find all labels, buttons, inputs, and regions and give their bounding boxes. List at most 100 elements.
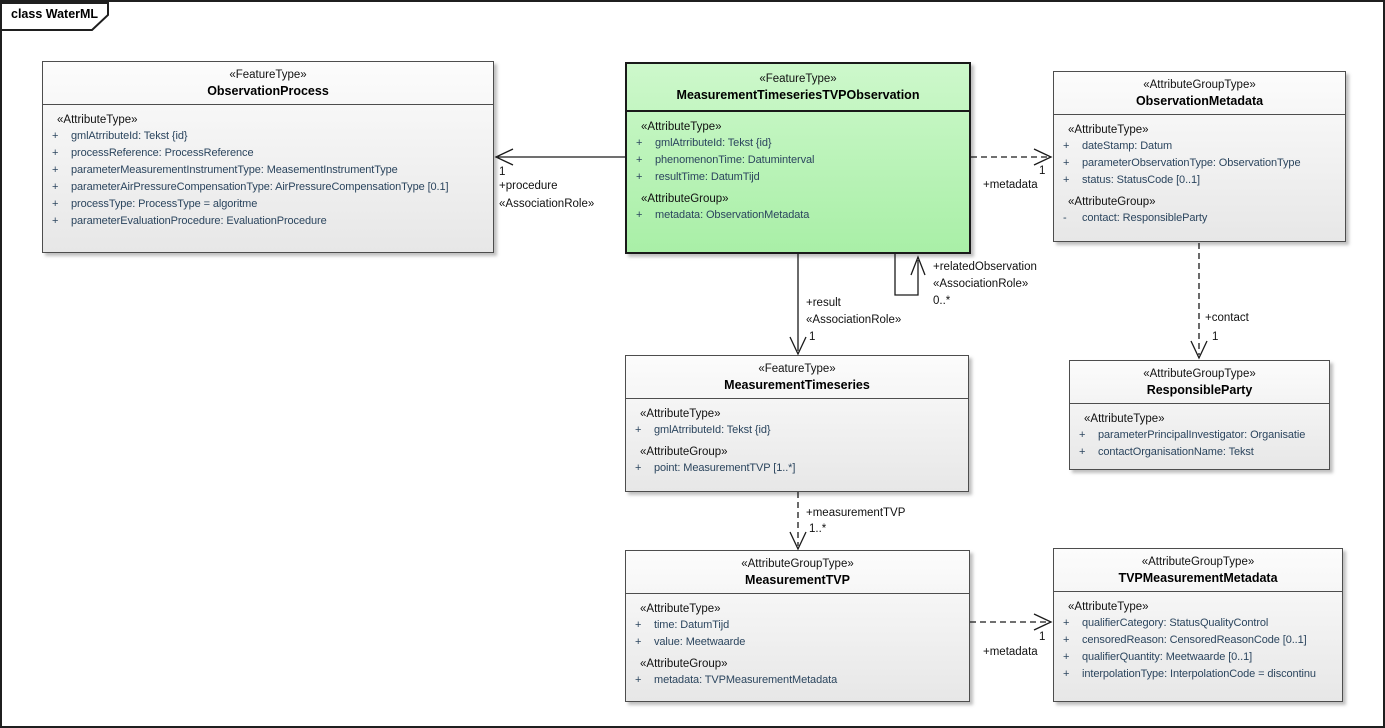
- metadata-tvp-multiplicity: 1: [1039, 631, 1046, 643]
- visibility-sign: +: [52, 147, 59, 159]
- section-label: «AttributeType»: [57, 114, 138, 126]
- section-label: «AttributeGroup»: [641, 193, 729, 205]
- class-stereotype: «FeatureType»: [758, 363, 836, 375]
- attribute-row: + value: Meetwaarde: [626, 634, 969, 651]
- visibility-sign: +: [1063, 140, 1070, 152]
- attribute-text: parameterPrincipalInvestigator: Organisa…: [1098, 429, 1306, 441]
- attribute-text: censoredReason: CensoredReasonCode [0..1…: [1082, 634, 1307, 646]
- visibility-sign: +: [52, 181, 59, 193]
- visibility-sign: +: [636, 171, 643, 183]
- class-measurement-timeseries[interactable]: «FeatureType» MeasurementTimeseries «Att…: [625, 355, 969, 492]
- attribute-text: gmlAtrributeId: Tekst {id}: [71, 130, 188, 142]
- visibility-sign: +: [52, 164, 59, 176]
- class-body: «AttributeType» + time: DatumTijd + value:…: [626, 594, 969, 689]
- class-header: «AttributeGroupType» TVPMeasurementMetad…: [1054, 549, 1342, 592]
- visibility-sign: +: [635, 636, 642, 648]
- class-name: MeasurementTimeseriesTVPObservation: [676, 88, 920, 102]
- class-header: «AttributeGroupType» MeasurementTVP: [626, 551, 969, 594]
- visibility-sign: +: [635, 424, 642, 436]
- section-label: «AttributeType»: [640, 408, 721, 420]
- class-header: «FeatureType» MeasurementTimeseries: [626, 356, 968, 399]
- attribute-row: +status: StatusCode [0..1]: [1054, 172, 1345, 189]
- visibility-sign: +: [635, 462, 642, 474]
- section-label: «AttributeType»: [1068, 601, 1149, 613]
- attribute-row: +phenomenonTime: Datuminterval: [627, 152, 969, 169]
- class-name: MeasurementTVP: [745, 573, 850, 587]
- procedure-role-label: +procedure: [499, 180, 558, 192]
- class-stereotype: «AttributeGroupType»: [1143, 79, 1256, 91]
- attribute-row: + gmlAtrributeId: Tekst {id}: [626, 422, 968, 439]
- attribute-text: resultTime: DatumTijd: [655, 171, 760, 183]
- connector-procedure[interactable]: [494, 148, 625, 166]
- class-observation-process[interactable]: «FeatureType» ObservationProcess «Attrib…: [42, 61, 494, 253]
- procedure-multiplicity: 1: [499, 166, 506, 178]
- attribute-row: + resultTime: DatumTijd: [627, 169, 969, 186]
- section-label: «AttributeType»: [641, 121, 722, 133]
- section-label: «AttributeType»: [640, 603, 721, 615]
- class-measurement-timeseries-tvp-observation[interactable]: «FeatureType» MeasurementTimeseriesTVPOb…: [625, 62, 971, 254]
- class-stereotype: «AttributeGroupType»: [1143, 368, 1256, 380]
- connector-related-observation[interactable]: [894, 254, 926, 296]
- class-tvp-measurement-metadata[interactable]: «AttributeGroupType» TVPMeasurementMetad…: [1053, 548, 1343, 702]
- diagram-title: class WaterML: [11, 7, 99, 21]
- class-body: «AttributeType» +parameterPrincipalInves…: [1070, 404, 1329, 461]
- visibility-sign: +: [1063, 651, 1070, 663]
- attribute-row: +processReference: ProcessReference: [43, 145, 493, 162]
- attribute-text: gmlAtrributeId: Tekst {id}: [655, 137, 772, 149]
- attribute-text: parameterMeasurementInstrumentType: Meas…: [71, 164, 398, 176]
- visibility-sign: +: [636, 209, 643, 221]
- class-body: «AttributeType» + gmlAtrributeId: Tekst {…: [626, 399, 968, 477]
- attribute-row: + parameterMeasurementInstrumentType: Mea…: [43, 162, 493, 179]
- visibility-sign: +: [1063, 634, 1070, 646]
- visibility-sign: +: [52, 215, 59, 227]
- attribute-text: time: DatumTijd: [654, 619, 730, 631]
- visibility-sign: +: [636, 137, 643, 149]
- class-measurement-tvp[interactable]: «AttributeGroupType» MeasurementTVP «Att…: [625, 550, 970, 702]
- attribute-text: interpolationType: InterpolationCode = d…: [1082, 668, 1316, 680]
- attribute-row: +contactOrganisationName: Tekst: [1070, 444, 1329, 461]
- measurement-tvp-multiplicity: 1..*: [809, 523, 827, 535]
- attribute-text: contact: ResponsibleParty: [1082, 212, 1208, 224]
- attribute-row: +parameterPrincipalInvestigator: Organis…: [1070, 427, 1329, 444]
- class-stereotype: «AttributeGroupType»: [1141, 556, 1255, 568]
- class-header: «AttributeGroupType» ObservationMetadata: [1054, 72, 1345, 115]
- attribute-row: +metadata: TVPMeasurementMetadata: [626, 672, 969, 689]
- visibility-sign: +: [1063, 174, 1070, 186]
- attribute-text: gmlAtrributeId: Tekst {id}: [654, 424, 771, 436]
- contact-multiplicity: 1: [1212, 331, 1219, 343]
- class-observation-metadata[interactable]: «AttributeGroupType» ObservationMetadata…: [1053, 71, 1346, 242]
- procedure-stereotype-label: «AssociationRole»: [499, 198, 595, 210]
- class-name: TVPMeasurementMetadata: [1118, 571, 1278, 585]
- result-role-label: +result: [806, 297, 841, 309]
- attribute-row: +point: MeasurementTVP [1..*]: [626, 460, 968, 477]
- visibility-sign: +: [52, 130, 59, 142]
- connector-contact[interactable]: [1190, 243, 1208, 360]
- visibility-sign: +: [635, 619, 642, 631]
- section-label: «AttributeGroup»: [1068, 196, 1156, 208]
- attribute-text: contactOrganisationName: Tekst: [1098, 446, 1254, 458]
- attribute-text: value: Meetwaarde: [654, 636, 746, 648]
- attribute-text: qualifierQuantity: Meetwaarde [0..1]: [1082, 651, 1253, 663]
- related-observation-role-label: +relatedObservation: [933, 261, 1037, 273]
- attribute-row: +parameterObservationType: ObservationTy…: [1054, 155, 1345, 172]
- section-label: «AttributeGroup»: [640, 658, 728, 670]
- section-label: «AttributeType»: [1084, 413, 1165, 425]
- visibility-sign: +: [636, 154, 643, 166]
- related-observation-stereotype-label: «AssociationRole»: [933, 278, 1029, 290]
- class-responsible-party[interactable]: «AttributeGroupType» ResponsibleParty «A…: [1069, 360, 1330, 470]
- visibility-sign: -: [1063, 212, 1067, 224]
- attribute-row: +qualifierCategory: StatusQualityControl: [1054, 615, 1342, 632]
- class-header: «FeatureType» MeasurementTimeseriesTVPOb…: [627, 64, 969, 112]
- related-observation-multiplicity: 0..*: [933, 295, 951, 307]
- contact-role-label: +contact: [1205, 312, 1249, 324]
- connector-result[interactable]: [789, 254, 807, 356]
- measurement-tvp-role-label: +measurementTVP: [806, 507, 906, 519]
- connector-measurement-tvp[interactable]: [789, 492, 807, 551]
- section-label: «AttributeType»: [1068, 124, 1149, 136]
- attribute-row: + gmlAtrributeId: Tekst {id}: [43, 128, 493, 145]
- connector-metadata-observation[interactable]: [971, 148, 1053, 166]
- attribute-row: +parameterAirPressureCompensationType: A…: [43, 179, 493, 196]
- connector-metadata-tvp[interactable]: [970, 613, 1053, 631]
- visibility-sign: +: [52, 198, 59, 210]
